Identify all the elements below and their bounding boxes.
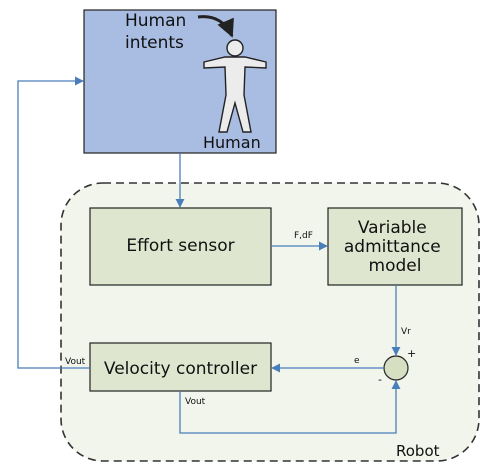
velocity-controller-label: Velocity controller: [104, 359, 257, 379]
effort-sensor-label: Effort sensor: [126, 236, 234, 256]
signal-vr-label: Vr: [401, 327, 411, 337]
effort-sensor-block: [89, 207, 272, 286]
signal-vout-left-label: Vout: [65, 357, 86, 367]
summing-junction: [383, 355, 409, 381]
feedback-vout-to-human: [17, 76, 90, 369]
human-figure-icon: [203, 39, 267, 133]
admittance-model-label: Variable admittance model: [344, 218, 446, 276]
signal-error-label: e: [354, 356, 360, 366]
admittance-model-block: [327, 207, 463, 286]
human-label: Human: [203, 133, 261, 152]
sum-plus-sign: +: [407, 347, 416, 360]
signal-vout-bottom-label: Vout: [185, 397, 206, 407]
intent-arrow-icon: [197, 15, 234, 38]
velocity-controller-block: [89, 342, 272, 392]
human-intents-label: Human intents: [125, 11, 192, 53]
feedback-vout-to-sum: [179, 380, 401, 434]
robot-label: Robot: [396, 442, 440, 460]
signal-force-label: F,dF: [294, 231, 313, 241]
sum-minus-sign: -: [378, 373, 382, 386]
